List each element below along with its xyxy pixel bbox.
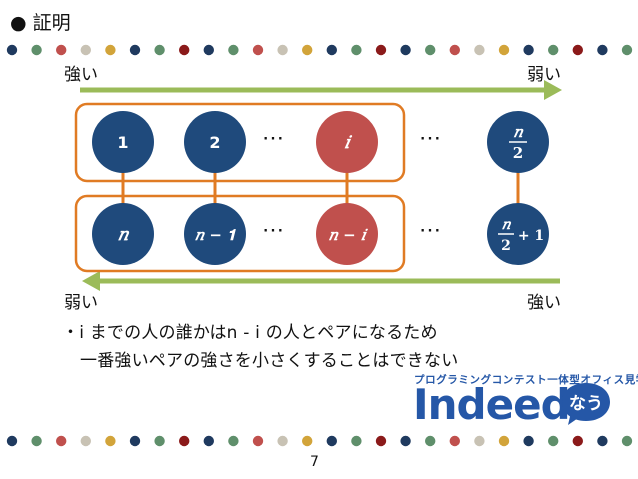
- top-dot-divider: [6, 44, 633, 56]
- decorative-dot: [80, 44, 92, 56]
- decorative-dot: [31, 44, 42, 56]
- decorative-dot: [277, 435, 288, 447]
- decorative-dot: [179, 435, 190, 447]
- node-top-2-label: 2: [209, 133, 220, 152]
- decorative-dot: [6, 44, 18, 56]
- decorative-dot: [449, 435, 460, 447]
- decorative-dot: [129, 44, 141, 56]
- decorative-dot: [425, 435, 436, 447]
- decorative-dot: [56, 44, 67, 56]
- decorative-dot: [400, 44, 411, 56]
- decorative-dot: [105, 435, 116, 447]
- decorative-dot: [228, 435, 239, 447]
- decorative-dot: [351, 44, 362, 56]
- decorative-dot: [498, 435, 510, 447]
- decorative-dot: [203, 44, 214, 56]
- explanation-line-1: ・i までの人の誰かはn - i の人とペアになるため: [62, 323, 438, 343]
- decorative-dot: [572, 435, 583, 447]
- ellipsis-bottom-inner: ⋯: [262, 218, 284, 243]
- decorative-dot: [523, 44, 534, 56]
- decorative-dot: [572, 44, 583, 56]
- decorative-dot: [400, 435, 411, 447]
- node-top-2: [184, 111, 246, 173]
- decorative-dot: [56, 435, 67, 447]
- decorative-dot: [597, 435, 608, 447]
- decorative-dot: [597, 44, 608, 56]
- decorative-dot: [31, 435, 42, 447]
- top-group-frame: [74, 102, 406, 183]
- label-strong-bottom-right: 強い: [527, 293, 561, 313]
- indeed-logo-word: Indeed: [413, 380, 571, 429]
- logo-tagline: プログラミングコンテスト一体型オフィス見学会: [414, 374, 638, 386]
- node-bottom-half-plus-1-suffix: + 𝟏: [518, 228, 544, 244]
- node-top-1: [92, 111, 154, 173]
- decorative-dot: [474, 435, 485, 447]
- node-bottom-n-minus-i: [316, 203, 378, 265]
- decorative-dot: [375, 435, 387, 447]
- node-bottom-n-minus-i-label: 𝑛 − 𝑖: [328, 226, 369, 244]
- node-bottom-half-plus-1-numerator: 𝑛: [501, 217, 511, 233]
- slide-title: ● 証明: [10, 12, 71, 34]
- bottom-group-frame: [74, 194, 406, 273]
- decorative-dot: [129, 435, 141, 447]
- decorative-dot: [425, 44, 436, 56]
- node-top-i: [316, 111, 378, 173]
- decorative-dot: [179, 44, 190, 56]
- decorative-dot: [302, 44, 313, 56]
- logo-speech-bubble: なう: [562, 383, 610, 425]
- explanation-line-2: 一番強いペアの強さを小さくすることはできない: [80, 351, 459, 371]
- ellipsis-top-inner: ⋯: [262, 126, 284, 151]
- decorative-dot: [621, 44, 633, 56]
- node-bottom-n-minus-1: [184, 203, 246, 265]
- decorative-dot: [326, 44, 337, 56]
- decorative-dot: [105, 44, 116, 56]
- node-bottom-n-label: 𝑛: [118, 225, 130, 245]
- decorative-dot: [6, 435, 18, 447]
- decorative-dot: [154, 435, 165, 447]
- decorative-dot: [154, 44, 165, 56]
- label-weak-bottom-left: 弱い: [64, 293, 98, 313]
- ellipsis-bottom-outer: ⋯: [419, 218, 441, 243]
- decorative-dot: [326, 435, 337, 447]
- decorative-dot: [80, 435, 92, 447]
- arrow-strong-to-weak: [80, 80, 562, 100]
- arrow-weak-to-strong: [82, 271, 560, 291]
- decorative-dot: [302, 435, 313, 447]
- decorative-dot: [523, 435, 534, 447]
- node-top-half-numerator: 𝑛: [513, 123, 524, 141]
- decorative-dot: [498, 44, 510, 56]
- decorative-dot: [228, 44, 239, 56]
- node-top-1-label: 1: [117, 133, 128, 152]
- node-bottom-half-plus-1-denominator: 2: [501, 238, 511, 254]
- node-top-half-denominator: 2: [513, 144, 523, 162]
- node-bottom-half-plus-1: [487, 203, 549, 265]
- decorative-dot: [252, 435, 264, 447]
- decorative-dot: [474, 44, 485, 56]
- node-top-i-label: 𝑖: [344, 133, 352, 153]
- ellipsis-top-outer: ⋯: [419, 126, 441, 151]
- logo-badge-text: なう: [569, 394, 603, 414]
- node-bottom-n: [92, 203, 154, 265]
- decorative-dot: [277, 44, 288, 56]
- bottom-dot-divider: [6, 435, 633, 447]
- label-strong-top-left: 強い: [64, 65, 98, 85]
- decorative-dot: [203, 435, 214, 447]
- page-number: 7: [310, 454, 319, 470]
- node-bottom-n-minus-1-label: 𝑛 − 𝟏: [194, 226, 236, 244]
- decorative-dot: [252, 44, 264, 56]
- label-weak-top-right: 弱い: [527, 65, 561, 85]
- decorative-dot: [351, 435, 362, 447]
- decorative-dot: [621, 435, 633, 447]
- decorative-dot: [375, 44, 387, 56]
- decorative-dot: [548, 44, 559, 56]
- decorative-dot: [548, 435, 559, 447]
- decorative-dot: [449, 44, 460, 56]
